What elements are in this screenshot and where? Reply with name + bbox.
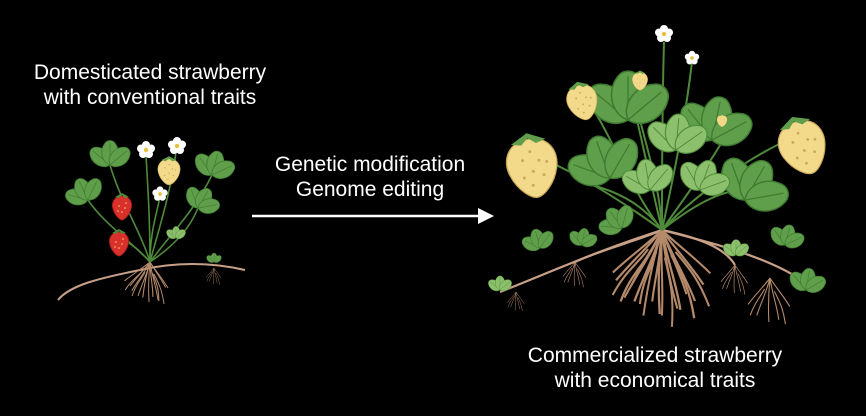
pale-berry-icon	[157, 155, 181, 186]
red-berry-icon	[111, 192, 133, 221]
flower-icon	[137, 141, 155, 158]
process-caption: Genetic modification Genome editing	[250, 152, 490, 202]
commercialized-caption-line2: with economical traits	[554, 369, 756, 392]
flower-icon	[152, 186, 168, 201]
domesticated-caption-line1: Domesticated strawberry	[33, 61, 267, 84]
flower-icon	[684, 50, 700, 65]
pale-berry-icon	[769, 108, 836, 182]
commercialized-caption: Commercialized strawberry with economica…	[470, 343, 840, 393]
roots-left	[129, 261, 169, 305]
process-caption-line1: Genetic modification	[274, 153, 466, 176]
flower-icon	[655, 25, 673, 42]
process-caption-line2: Genome editing	[295, 178, 445, 201]
domesticated-strawberry-plant	[57, 137, 246, 305]
flower-icon	[168, 137, 186, 154]
transformation-arrow	[252, 208, 494, 224]
pale-berry-icon	[501, 128, 564, 203]
commercialized-strawberry-plant	[486, 25, 836, 330]
red-berry-icon	[108, 228, 130, 257]
commercialized-caption-line1: Commercialized strawberry	[527, 344, 783, 367]
domesticated-caption: Domesticated strawberry with conventiona…	[0, 60, 300, 110]
domesticated-caption-line2: with conventional traits	[43, 86, 257, 109]
